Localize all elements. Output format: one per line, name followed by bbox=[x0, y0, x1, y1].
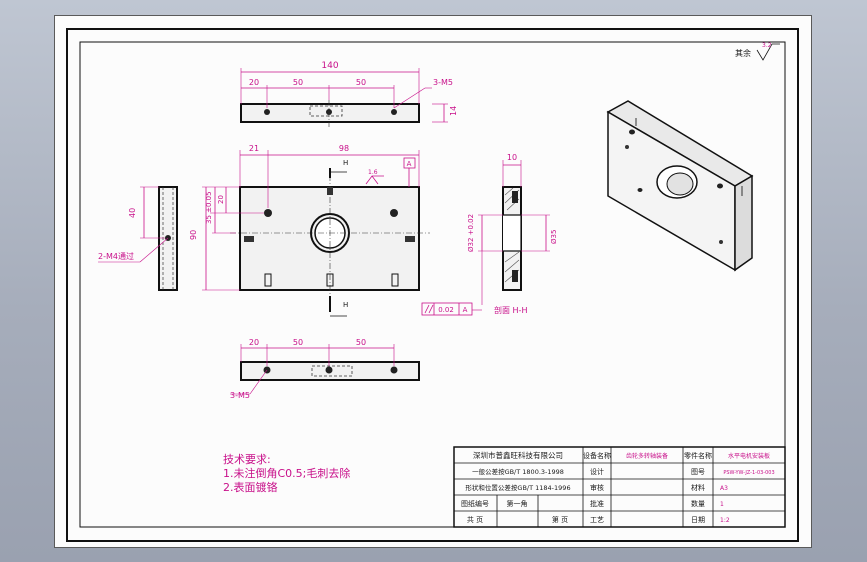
top-view: 140 20 50 50 3-M5 14 bbox=[240, 61, 458, 127]
technical-notes: 技术要求: 1.未注倒角C0.5;毛刺去除 2.表面镀铬 bbox=[223, 453, 350, 494]
tb-label-equip: 设备名称 bbox=[583, 451, 611, 460]
dim-section-dia35: Ø35 bbox=[550, 230, 558, 244]
rough-other-value: 3.2 bbox=[762, 42, 772, 49]
tb-value-no: PSW-YW-JZ-1-03-003 bbox=[723, 470, 774, 476]
section-mark-bottom: H bbox=[343, 301, 348, 309]
dim-top-thickness: 14 bbox=[449, 106, 458, 116]
tb-value-qty: 1 bbox=[720, 501, 724, 508]
dim-section-10: 10 bbox=[507, 153, 517, 162]
dim-front-35: 35 ±0.05 bbox=[205, 191, 213, 224]
dim-left-40: 40 bbox=[128, 208, 137, 218]
tb-label-date: 日期 bbox=[691, 516, 705, 524]
dim-front-21: 21 bbox=[249, 144, 259, 153]
border-frame bbox=[79, 41, 786, 528]
rough-front: 1.6 bbox=[368, 169, 378, 176]
tb-label-no: 图号 bbox=[691, 468, 705, 476]
dim-front-90: 90 bbox=[189, 230, 198, 240]
tb-std-2: 形状和位置公差按GB/T 1184-1996 bbox=[465, 483, 570, 492]
tb-value-material: A3 bbox=[720, 485, 728, 492]
dim-bottom-thread: 3-M5 bbox=[230, 391, 250, 400]
section-mark-top: H bbox=[343, 159, 348, 167]
dim-front-98: 98 bbox=[339, 144, 349, 153]
tb-value-equip: 齿轮多转轴装备 bbox=[626, 452, 668, 460]
dim-top-total: 140 bbox=[321, 61, 338, 71]
tb-label-check: 审核 bbox=[590, 483, 604, 492]
dim-left-thread: 2-M4通过 bbox=[98, 251, 134, 261]
title-block: 深圳市普鑫旺科技有限公司 一般公差按GB/T 1800.3-1998 形状和位置… bbox=[453, 446, 786, 528]
tb-label-material: 材料 bbox=[691, 483, 705, 492]
front-hole-1 bbox=[264, 209, 272, 217]
left-view: 40 2-M4通过 bbox=[98, 186, 178, 291]
tb-drawn: 图纸编号 bbox=[461, 499, 489, 508]
tb-value-scale: 1:2 bbox=[720, 517, 730, 524]
tb-angle: 第一角 bbox=[507, 499, 528, 508]
dim-top-20: 20 bbox=[249, 78, 259, 87]
front-hole-2 bbox=[390, 209, 398, 217]
tb-label-qty: 数量 bbox=[691, 499, 705, 508]
dim-bottom-50a: 50 bbox=[293, 338, 303, 347]
tolerance-datum: A bbox=[463, 306, 468, 314]
tb-label-approve: 批准 bbox=[590, 499, 604, 508]
datum-a-front: A bbox=[407, 160, 412, 168]
tb-label-part: 零件名称 bbox=[684, 451, 712, 460]
dim-top-50b: 50 bbox=[356, 78, 366, 87]
dim-section-dia32: Ø32 +0.02 bbox=[467, 214, 475, 252]
tb-std-1: 一般公差按GB/T 1800.3-1998 bbox=[472, 467, 564, 476]
dim-bottom-50b: 50 bbox=[356, 338, 366, 347]
tolerance-value: 0.02 bbox=[438, 306, 454, 314]
roughness-corner: 其余 3.2 bbox=[735, 42, 780, 61]
tb-company: 深圳市普鑫旺科技有限公司 bbox=[473, 450, 563, 460]
notes-line-1: 1.未注倒角C0.5;毛刺去除 bbox=[223, 466, 350, 480]
top-hole-3 bbox=[391, 109, 397, 115]
bottom-view: 20 50 50 3-M5 bbox=[230, 338, 420, 400]
rough-other-label: 其余 bbox=[735, 48, 751, 58]
notes-line-2: 2.表面镀铬 bbox=[223, 480, 278, 494]
dim-top-thread: 3-M5 bbox=[433, 78, 453, 87]
tb-label-process: 工艺 bbox=[590, 516, 604, 524]
notes-title: 技术要求: bbox=[223, 453, 271, 466]
tolerance-frame bbox=[421, 302, 473, 316]
tb-value-part: 水平电机安装板 bbox=[728, 452, 770, 460]
top-hole-1 bbox=[264, 109, 270, 115]
inner-frame bbox=[66, 28, 799, 542]
tb-total: 共 页 bbox=[467, 515, 483, 524]
isometric-view bbox=[606, 100, 754, 272]
top-view-pocket bbox=[309, 105, 343, 117]
section-label: 剖面 H-H bbox=[494, 305, 527, 315]
section-view: 10 Ø32 +0.02 Ø35 剖面 H-H 0.02 A bbox=[421, 153, 558, 316]
dim-front-20: 20 bbox=[217, 195, 225, 204]
dim-bottom-20: 20 bbox=[249, 338, 259, 347]
dim-top-50a: 50 bbox=[293, 78, 303, 87]
tb-label-design: 设计 bbox=[590, 467, 604, 476]
front-view: H H 21 98 1.6 A 90 35 ±0. bbox=[189, 144, 430, 317]
tb-sheet: 第 页 bbox=[552, 515, 568, 524]
